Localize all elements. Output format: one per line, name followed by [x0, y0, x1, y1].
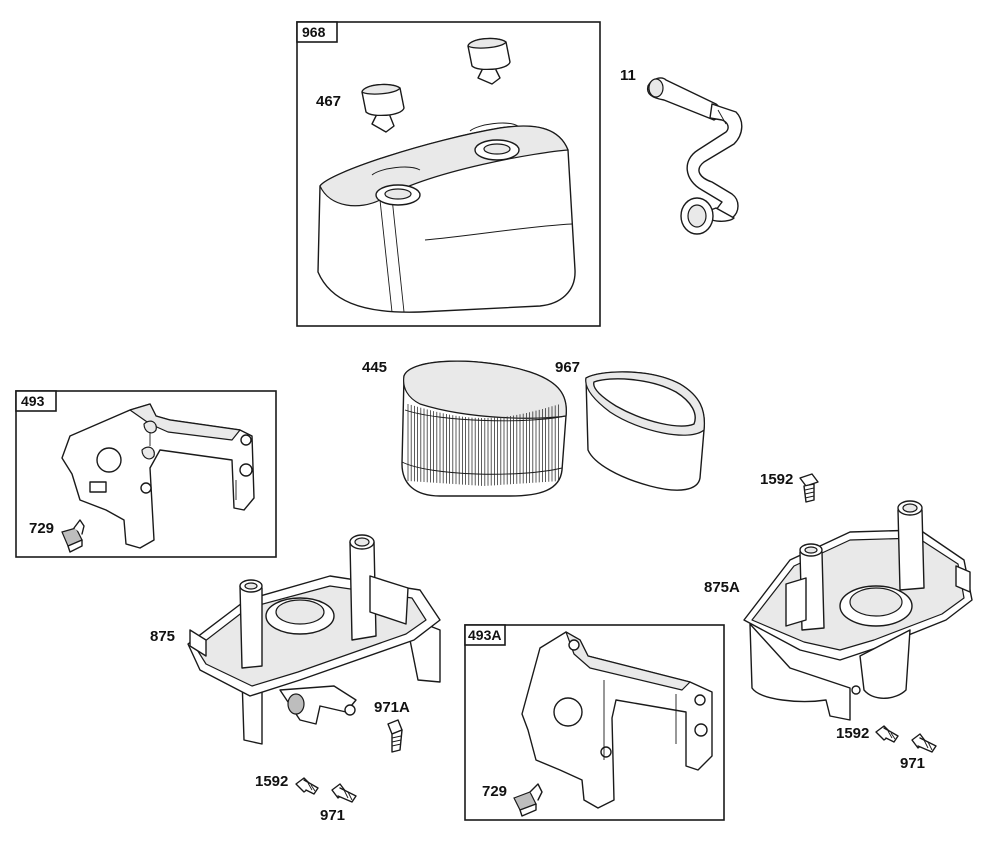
bracket-493-part — [61, 403, 255, 549]
callout-445: 445 — [362, 359, 387, 376]
group-968-label: 968 — [302, 24, 326, 40]
group-493A-frame — [464, 624, 725, 821]
group-968: 968 — [296, 21, 601, 327]
breather-tube-11-part — [646, 77, 743, 235]
group-493A-label: 493A — [468, 627, 501, 643]
base-875-part — [187, 534, 441, 745]
group-493A-tag — [464, 624, 506, 646]
callout-971-left: 971 — [320, 807, 345, 824]
air-filter-445-part — [401, 360, 567, 497]
bolt-1592-right-top-part — [799, 473, 819, 503]
knob-467b-part — [467, 37, 511, 85]
callout-971A: 971A — [374, 699, 410, 716]
clip-729-b-part — [513, 783, 543, 817]
group-493-tag — [15, 390, 57, 412]
bracket-493A-part — [521, 631, 713, 809]
callout-467: 467 — [316, 93, 341, 110]
screw-971-right-part — [911, 733, 937, 753]
group-493-frame — [15, 390, 277, 558]
screw-971-left-part — [331, 783, 357, 803]
group-493: 493 729 — [15, 390, 277, 558]
group-493A: 493A 729 — [464, 624, 725, 821]
group-493-label: 493 — [21, 393, 45, 409]
callout-1592-right-top: 1592 — [760, 471, 793, 488]
callout-729-b: 729 — [482, 783, 507, 800]
callout-971-right: 971 — [900, 755, 925, 772]
callout-875A: 875A — [704, 579, 740, 596]
bolt-1592-right-part — [875, 725, 899, 743]
callout-1592-left: 1592 — [255, 773, 288, 790]
bolt-1592-left-part — [295, 777, 319, 795]
screw-971A-part — [387, 719, 403, 753]
group-968-tag — [296, 21, 338, 43]
cover-968-part — [317, 122, 576, 313]
base-875A-part — [743, 500, 973, 721]
knob-467-part — [361, 83, 405, 133]
group-968-frame — [296, 21, 601, 327]
callout-11: 11 — [620, 67, 636, 84]
clip-729-a-part — [61, 519, 85, 553]
callout-729-a: 729 — [29, 520, 54, 537]
callout-967: 967 — [555, 359, 580, 376]
callout-1592-right: 1592 — [836, 725, 869, 742]
pre-cleaner-967-part — [585, 371, 706, 491]
callout-875: 875 — [150, 628, 175, 645]
